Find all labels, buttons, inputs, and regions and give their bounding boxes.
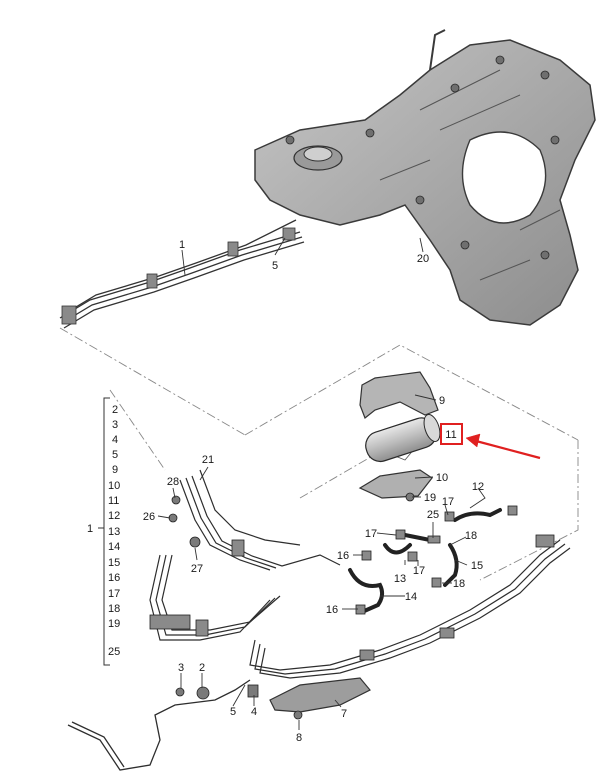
part-labels: 1 5 20 9 11 10 19 17 12 25 18 17 16 13 1… (143, 239, 484, 744)
return-line-lower (67, 679, 251, 771)
label-16-b: 16 (326, 604, 338, 616)
fuel-line-clips-top (61, 227, 296, 325)
group-item: 11 (108, 495, 119, 507)
fuel-line-bundle (149, 469, 571, 679)
fasteners (168, 495, 303, 720)
highlight-arrow (465, 433, 541, 460)
highlight-box-11 (440, 423, 463, 445)
label-14: 14 (405, 591, 417, 603)
bundle-clips (149, 534, 555, 661)
label-17-b: 17 (365, 528, 377, 540)
group-item: 19 (108, 618, 120, 630)
leader-lines (157, 237, 486, 730)
group-item: 2 (112, 404, 118, 416)
label-17-a: 17 (442, 496, 454, 508)
group-item: 5 (112, 449, 118, 461)
label-4: 4 (251, 706, 257, 718)
label-11: 11 (445, 429, 456, 441)
heat-shield (269, 677, 371, 713)
label-12: 12 (472, 481, 484, 493)
group-item: 18 (108, 603, 120, 615)
label-15: 15 (471, 560, 483, 572)
label-27: 27 (191, 563, 203, 575)
group-label-1: 1 (87, 523, 93, 535)
fuel-tank (254, 29, 596, 326)
label-8: 8 (296, 732, 302, 744)
group-item: 14 (108, 541, 120, 553)
label-20: 20 (417, 253, 429, 265)
label-5-top: 5 (272, 260, 278, 272)
label-21: 21 (202, 454, 214, 466)
group-item: 17 (108, 588, 120, 600)
group-item: 12 (108, 510, 120, 522)
label-1-top: 1 (179, 239, 185, 251)
label-25: 25 (427, 509, 439, 521)
fuel-line-assembly-top (59, 219, 305, 329)
fuel-filter-assembly (358, 371, 441, 502)
assembly-boundary (59, 327, 579, 581)
item-list-bracket (98, 397, 110, 666)
group-item: 4 (112, 434, 118, 446)
group-item: 10 (108, 480, 120, 492)
group-item: 13 (108, 526, 120, 538)
group-item: 25 (108, 646, 120, 658)
group-item: 3 (112, 419, 118, 431)
label-5-bottom: 5 (230, 706, 236, 718)
group-item-list: 2 3 4 5 9 10 11 12 13 14 15 16 17 18 19 … (108, 404, 120, 658)
label-3: 3 (178, 662, 184, 674)
label-17-c: 17 (413, 565, 425, 577)
label-28: 28 (167, 476, 179, 488)
hose-set-right (348, 508, 502, 614)
group-item: 9 (112, 464, 118, 476)
group-item: 15 (108, 557, 120, 569)
label-7: 7 (341, 708, 347, 720)
clamps-right (355, 505, 518, 615)
label-9: 9 (439, 395, 445, 407)
label-18-a: 18 (465, 530, 477, 542)
label-26: 26 (143, 511, 155, 523)
label-19: 19 (424, 492, 436, 504)
label-2: 2 (199, 662, 205, 674)
label-10: 10 (436, 472, 448, 484)
group-item: 16 (108, 572, 120, 584)
label-18-b: 18 (453, 578, 465, 590)
label-13: 13 (394, 573, 406, 585)
label-16-a: 16 (337, 550, 349, 562)
